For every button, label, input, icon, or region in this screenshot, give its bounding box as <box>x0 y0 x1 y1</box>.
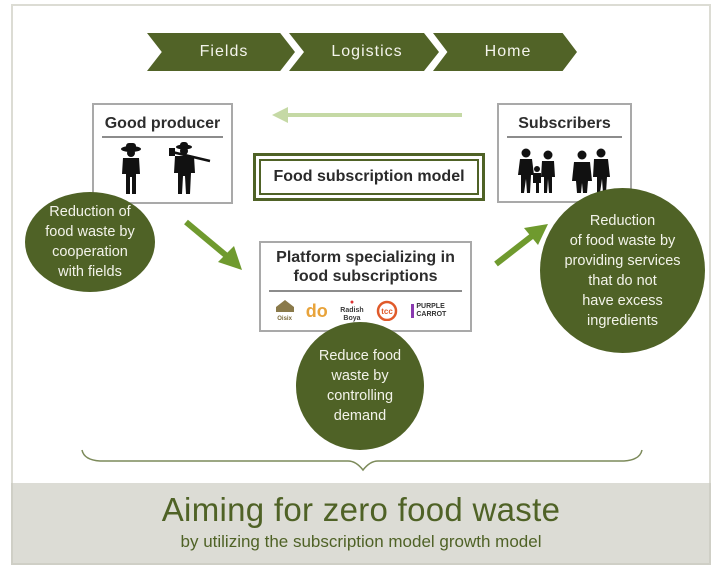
model-box: Food subscription model <box>253 153 485 201</box>
circle-cooperation: Reduction of food waste by cooperation w… <box>25 192 155 292</box>
logo-radish-boya: ●Radish Boya <box>340 299 364 322</box>
summary-brace <box>81 449 643 472</box>
producer-title: Good producer <box>102 115 223 138</box>
farmer-hat-icon <box>120 143 141 194</box>
producer-box: Good producer <box>92 103 233 204</box>
circle-demand-control-text: Reduce food waste by controlling demand <box>318 348 402 424</box>
elderly-couple-icon <box>571 148 610 193</box>
subscribers-title: Subscribers <box>507 115 622 138</box>
return-arrow <box>272 107 462 123</box>
model-title: Food subscription model <box>259 159 479 195</box>
footer-title: Aiming for zero food waste <box>161 491 561 528</box>
subscribers-box: Subscribers <box>497 103 632 203</box>
carrot-icon <box>411 304 415 318</box>
arrow-to-subscribers <box>494 224 548 267</box>
logo-oisix: Oisix <box>275 299 295 324</box>
circle-demand-control: Reduce food waste by controlling demand <box>296 322 424 450</box>
flow-step-label: Home <box>484 43 532 60</box>
platform-title-line2: food subscriptions <box>293 268 438 285</box>
logo-tcc: tcc <box>376 299 400 323</box>
svg-text:tcc: tcc <box>381 307 393 316</box>
platform-title-line1: Platform specializing in <box>276 249 455 266</box>
oisix-house-icon <box>275 299 294 312</box>
platform-box: Platform specializing in food subscripti… <box>259 241 472 332</box>
farmer-hoe-icon <box>168 142 210 194</box>
footer-banner: Aiming for zero food waste by utilizing … <box>11 483 711 565</box>
family-icon <box>517 148 555 193</box>
tcc-icon: tcc <box>376 300 398 322</box>
logo-purple-carrot: PURPLE CARROT <box>411 303 456 319</box>
logo-do: do <box>305 301 328 321</box>
flow-step-label: Fields <box>199 43 249 60</box>
flow-step-fields: Fields <box>147 33 295 71</box>
partner-logos: Oisix do ●Radish Boya tcc PURPLE CARROT <box>269 298 462 324</box>
footer-subtitle: by utilizing the subscription model grow… <box>180 532 542 551</box>
circle-no-excess-text: Reduction of food waste by providing ser… <box>564 212 681 329</box>
platform-title: Platform specializing in food subscripti… <box>269 248 462 292</box>
flow-step-logistics: Logistics <box>289 33 439 71</box>
arrow-to-platform <box>184 219 242 270</box>
family-silhouettes-icon <box>499 147 630 195</box>
circle-cooperation-text: Reduction of food waste by cooperation w… <box>45 204 135 280</box>
flow-step-label: Logistics <box>331 43 403 60</box>
flow-step-home: Home <box>433 33 577 71</box>
circle-no-excess: Reduction of food waste by providing ser… <box>540 188 705 353</box>
farmer-silhouettes-icon <box>94 141 231 196</box>
